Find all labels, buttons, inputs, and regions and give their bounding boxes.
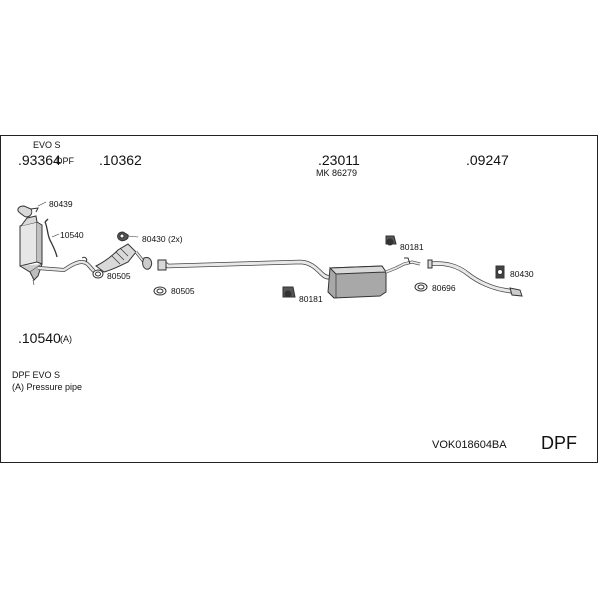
part-number-10362: .10362	[99, 152, 142, 168]
pressure-pipe-suffix: (A)	[60, 334, 72, 344]
label-10540: 10540	[60, 230, 84, 240]
label-80181-a: 80181	[400, 242, 424, 252]
kit-code: VOK018604BA	[432, 439, 507, 451]
label-80439: 80439	[49, 199, 73, 209]
clamp-80439-icon	[17, 201, 47, 218]
dpf-unit-icon	[19, 215, 43, 286]
rear-pipe-09247-icon	[427, 259, 523, 297]
middle-pipe-icon	[157, 259, 336, 280]
label-80181-b: 80181	[299, 294, 323, 304]
label-80430-2x: 80430 (2x)	[142, 234, 183, 244]
legend-line-2: (A) Pressure pipe	[12, 382, 83, 392]
part-number-09247: .09247	[466, 152, 509, 168]
rubber-mount-80181-a-icon	[385, 235, 397, 246]
label-80505-a: 80505	[107, 271, 131, 281]
clamp-80430-icon	[495, 265, 505, 279]
legend-line-1: DPF EVO S	[12, 370, 61, 380]
label-80505-b: 80505	[171, 286, 195, 296]
label-80430: 80430	[510, 269, 534, 279]
clamp-80430-2x-icon	[117, 231, 139, 242]
dpf-suffix: DPF	[56, 156, 74, 166]
ring-80696-icon	[414, 282, 428, 292]
evo-label: EVO S	[33, 140, 61, 150]
kit-type: DPF	[541, 433, 577, 453]
muffler-icon	[327, 257, 421, 299]
gasket-80505-a-icon	[92, 269, 104, 279]
front-pipe-10362-icon	[37, 256, 96, 273]
mk-code: MK 86279	[316, 168, 358, 178]
part-number-10540: .10540	[18, 330, 61, 346]
flex-pipe-icon	[95, 243, 153, 273]
part-number-23011: .23011	[318, 152, 360, 168]
gasket-80505-b-icon	[153, 286, 167, 296]
pressure-pipe-icon	[44, 218, 60, 258]
rubber-mount-80181-b-icon	[282, 286, 296, 298]
part-number-93364: .93364	[18, 152, 61, 168]
diagram-frame	[0, 135, 598, 463]
label-80696: 80696	[432, 283, 456, 293]
